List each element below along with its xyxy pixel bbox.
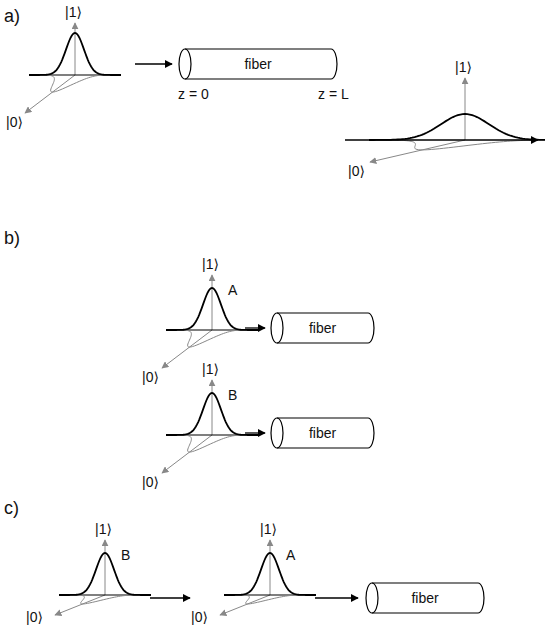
- pulse-envelope: [224, 553, 316, 595]
- panel-label: b): [4, 228, 20, 248]
- pulse-envelope: [166, 288, 258, 330]
- fiber-cylinder: fiber: [365, 582, 485, 614]
- propagation-arrow: [245, 327, 265, 328]
- pulse-figure: [162, 380, 258, 473]
- ket1-axis: [212, 380, 213, 435]
- ket1-axis: [75, 23, 76, 75]
- ket0-axis: [162, 435, 212, 473]
- panel-label: a): [4, 6, 20, 26]
- propagation-arrow: [245, 432, 265, 433]
- fiber-label: fiber: [244, 56, 271, 72]
- ket-label: |1⟩: [455, 59, 472, 75]
- pulse-figure: [220, 540, 316, 615]
- ket0-axis: [25, 75, 75, 113]
- ket-label: |0⟩: [191, 609, 208, 625]
- fiber-label: fiber: [309, 425, 336, 441]
- position-label: z = 0: [178, 86, 209, 102]
- ket0-axis: [220, 595, 270, 615]
- fiber-label: fiber: [411, 590, 438, 606]
- pulse-ket0-component: [29, 75, 121, 92]
- ket-label: |1⟩: [202, 361, 219, 377]
- pulse-envelope: [166, 393, 258, 435]
- fiber-label: fiber: [309, 320, 336, 336]
- ket-label: |1⟩: [95, 521, 112, 537]
- ket0-axis: [55, 595, 105, 615]
- fiber-cylinder: fiber: [178, 48, 338, 80]
- ket-label: |0⟩: [6, 114, 23, 130]
- fiber-cylinder: fiber: [270, 417, 375, 449]
- ket0-axis: [370, 140, 465, 162]
- pulse-ket0-component: [166, 330, 258, 347]
- pulse-envelope: [59, 553, 151, 595]
- pulse-ket0-component: [369, 140, 545, 150]
- propagation-arrow: [150, 597, 190, 598]
- pulse-envelope: [29, 33, 121, 75]
- ket-label: |1⟩: [65, 4, 82, 20]
- ket-label: |1⟩: [202, 256, 219, 272]
- propagation-arrow: [135, 63, 172, 64]
- propagation-arrow: [315, 597, 358, 598]
- pulse-figure: [55, 540, 151, 615]
- pulse-figure: [162, 275, 258, 368]
- pulse-ket0-component: [59, 595, 151, 604]
- ket-label: |1⟩: [260, 521, 277, 537]
- pulse-figure: [369, 78, 545, 162]
- ket-label: |0⟩: [26, 609, 43, 625]
- ket1-axis: [212, 275, 213, 330]
- pulse-envelope: [369, 114, 545, 140]
- propagation-arrow: [345, 139, 538, 140]
- pulse-label: A: [228, 282, 237, 298]
- position-label: z = L: [318, 86, 349, 102]
- pulse-label: A: [286, 547, 295, 563]
- ket1-axis: [105, 540, 106, 595]
- ket-label: |0⟩: [142, 369, 159, 385]
- pulse-label: B: [121, 547, 130, 563]
- ket1-axis: [270, 540, 271, 595]
- pulse-figure: [25, 23, 121, 113]
- ket-label: |0⟩: [142, 474, 159, 490]
- ket-label: |0⟩: [348, 163, 365, 179]
- pulse-ket0-component: [166, 435, 258, 452]
- fiber-cylinder: fiber: [270, 312, 375, 344]
- ket1-axis: [465, 78, 466, 140]
- pulse-label: B: [228, 387, 237, 403]
- pulse-ket0-component: [224, 595, 316, 604]
- panel-label: c): [4, 498, 19, 518]
